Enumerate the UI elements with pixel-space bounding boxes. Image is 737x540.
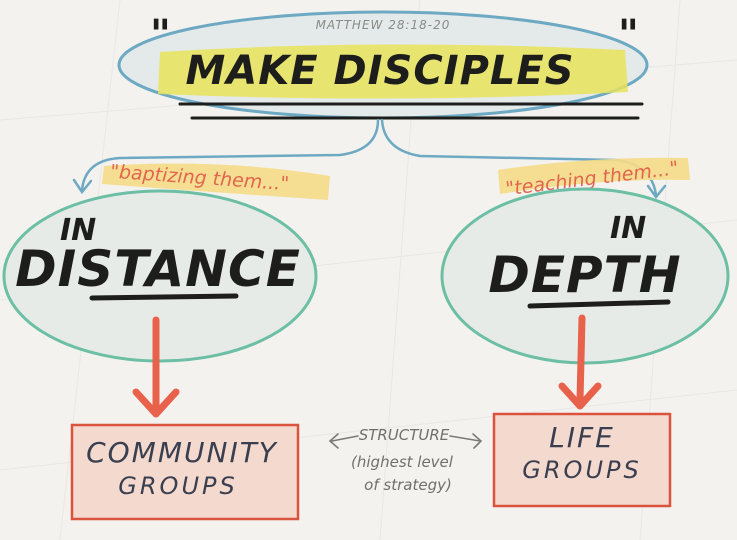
title-highlighter — [158, 44, 628, 99]
community-groups-rect — [70, 423, 300, 521]
page-title: MAKE DISCIPLES — [185, 48, 574, 94]
title-quote-open: " — [150, 12, 171, 58]
right-quote-highlight — [498, 157, 690, 194]
title-quote-close: " — [618, 12, 639, 58]
structure-note: STRUCTURE (highest level of strategy) — [328, 426, 483, 494]
left-down-arrowhead — [132, 388, 180, 418]
right-down-arrow — [576, 314, 586, 404]
left-underline — [89, 293, 239, 301]
right-main-label: DEPTH — [488, 246, 681, 304]
connector-right-arrowhead — [646, 184, 667, 200]
left-oval — [2, 189, 318, 363]
bible-reference: MATTHEW 28:18-20 — [316, 18, 451, 32]
left-main-label: DISTANCE — [15, 240, 301, 298]
life-groups-line1: LIFE — [549, 421, 615, 454]
life-groups-rect — [492, 412, 672, 508]
community-groups-box: COMMUNITY GROUPS — [70, 423, 300, 521]
title-group: MATTHEW 28:18-20 MAKE DISCIPLES " " — [117, 10, 649, 120]
right-down-arrowhead — [558, 382, 602, 410]
structure-line3: of strategy) — [364, 476, 452, 494]
left-node: IN DISTANCE — [2, 189, 318, 363]
right-underline — [527, 299, 671, 309]
life-groups-line2: GROUPS — [522, 456, 641, 484]
structure-label: STRUCTURE — [359, 426, 450, 444]
structure-line2: (highest level — [351, 453, 454, 471]
right-oval — [440, 187, 730, 365]
structure-double-arrow — [328, 433, 483, 449]
right-in-label: IN — [610, 211, 646, 246]
community-groups-line1: COMMUNITY — [86, 436, 278, 469]
left-quote-highlight — [102, 163, 330, 200]
red-arrows — [132, 314, 602, 418]
life-groups-box: LIFE GROUPS — [492, 412, 672, 508]
right-node: IN DEPTH — [440, 187, 730, 365]
connector-left-arrowhead — [72, 178, 93, 195]
community-groups-line2: GROUPS — [118, 472, 237, 500]
connector-left — [80, 118, 380, 192]
left-in-label: IN — [60, 213, 96, 248]
